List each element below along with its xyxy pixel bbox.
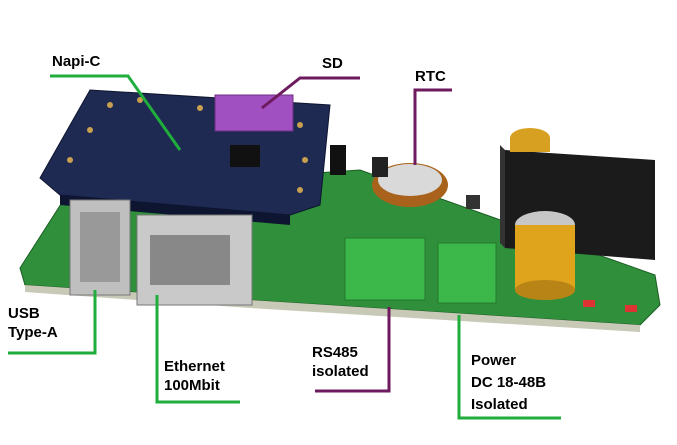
ethernet-label-line1: Ethernet	[164, 358, 225, 375]
rs485-label: RS485 isolated	[312, 343, 369, 381]
rs485-terminal	[344, 237, 426, 301]
power-leader-line	[457, 315, 561, 420]
ethernet-leader-line	[155, 295, 240, 404]
power-terminal	[437, 242, 497, 304]
sd-label: SD	[322, 55, 343, 72]
sd-slot	[214, 94, 294, 132]
usb-leader-line	[8, 290, 97, 355]
sd-leader-line	[261, 76, 360, 110]
napi-c-label: Napi-C	[52, 53, 101, 70]
ethernet-label-line2: 100Mbit	[164, 377, 220, 394]
rs485-label-line2: isolated	[312, 363, 369, 380]
usb-label: USB Type-A	[8, 304, 58, 342]
power-label: Power DC 18-48B Isolated	[471, 350, 546, 416]
usb-label-line1: USB	[8, 305, 40, 322]
power-label-line1: Power	[471, 352, 517, 369]
rtc-leader-line	[413, 88, 452, 165]
napi-leader-line	[50, 74, 182, 151]
power-label-line3: Isolated	[471, 396, 528, 413]
ethernet-label: Ethernet 100Mbit	[164, 357, 225, 395]
rs485-label-line1: RS485	[312, 344, 358, 361]
power-label-line2: DC 18-48B	[471, 374, 547, 391]
usb-label-line2: Type-A	[8, 324, 58, 341]
rtc-label: RTC	[415, 68, 446, 85]
rs485-leader-line	[315, 307, 391, 393]
